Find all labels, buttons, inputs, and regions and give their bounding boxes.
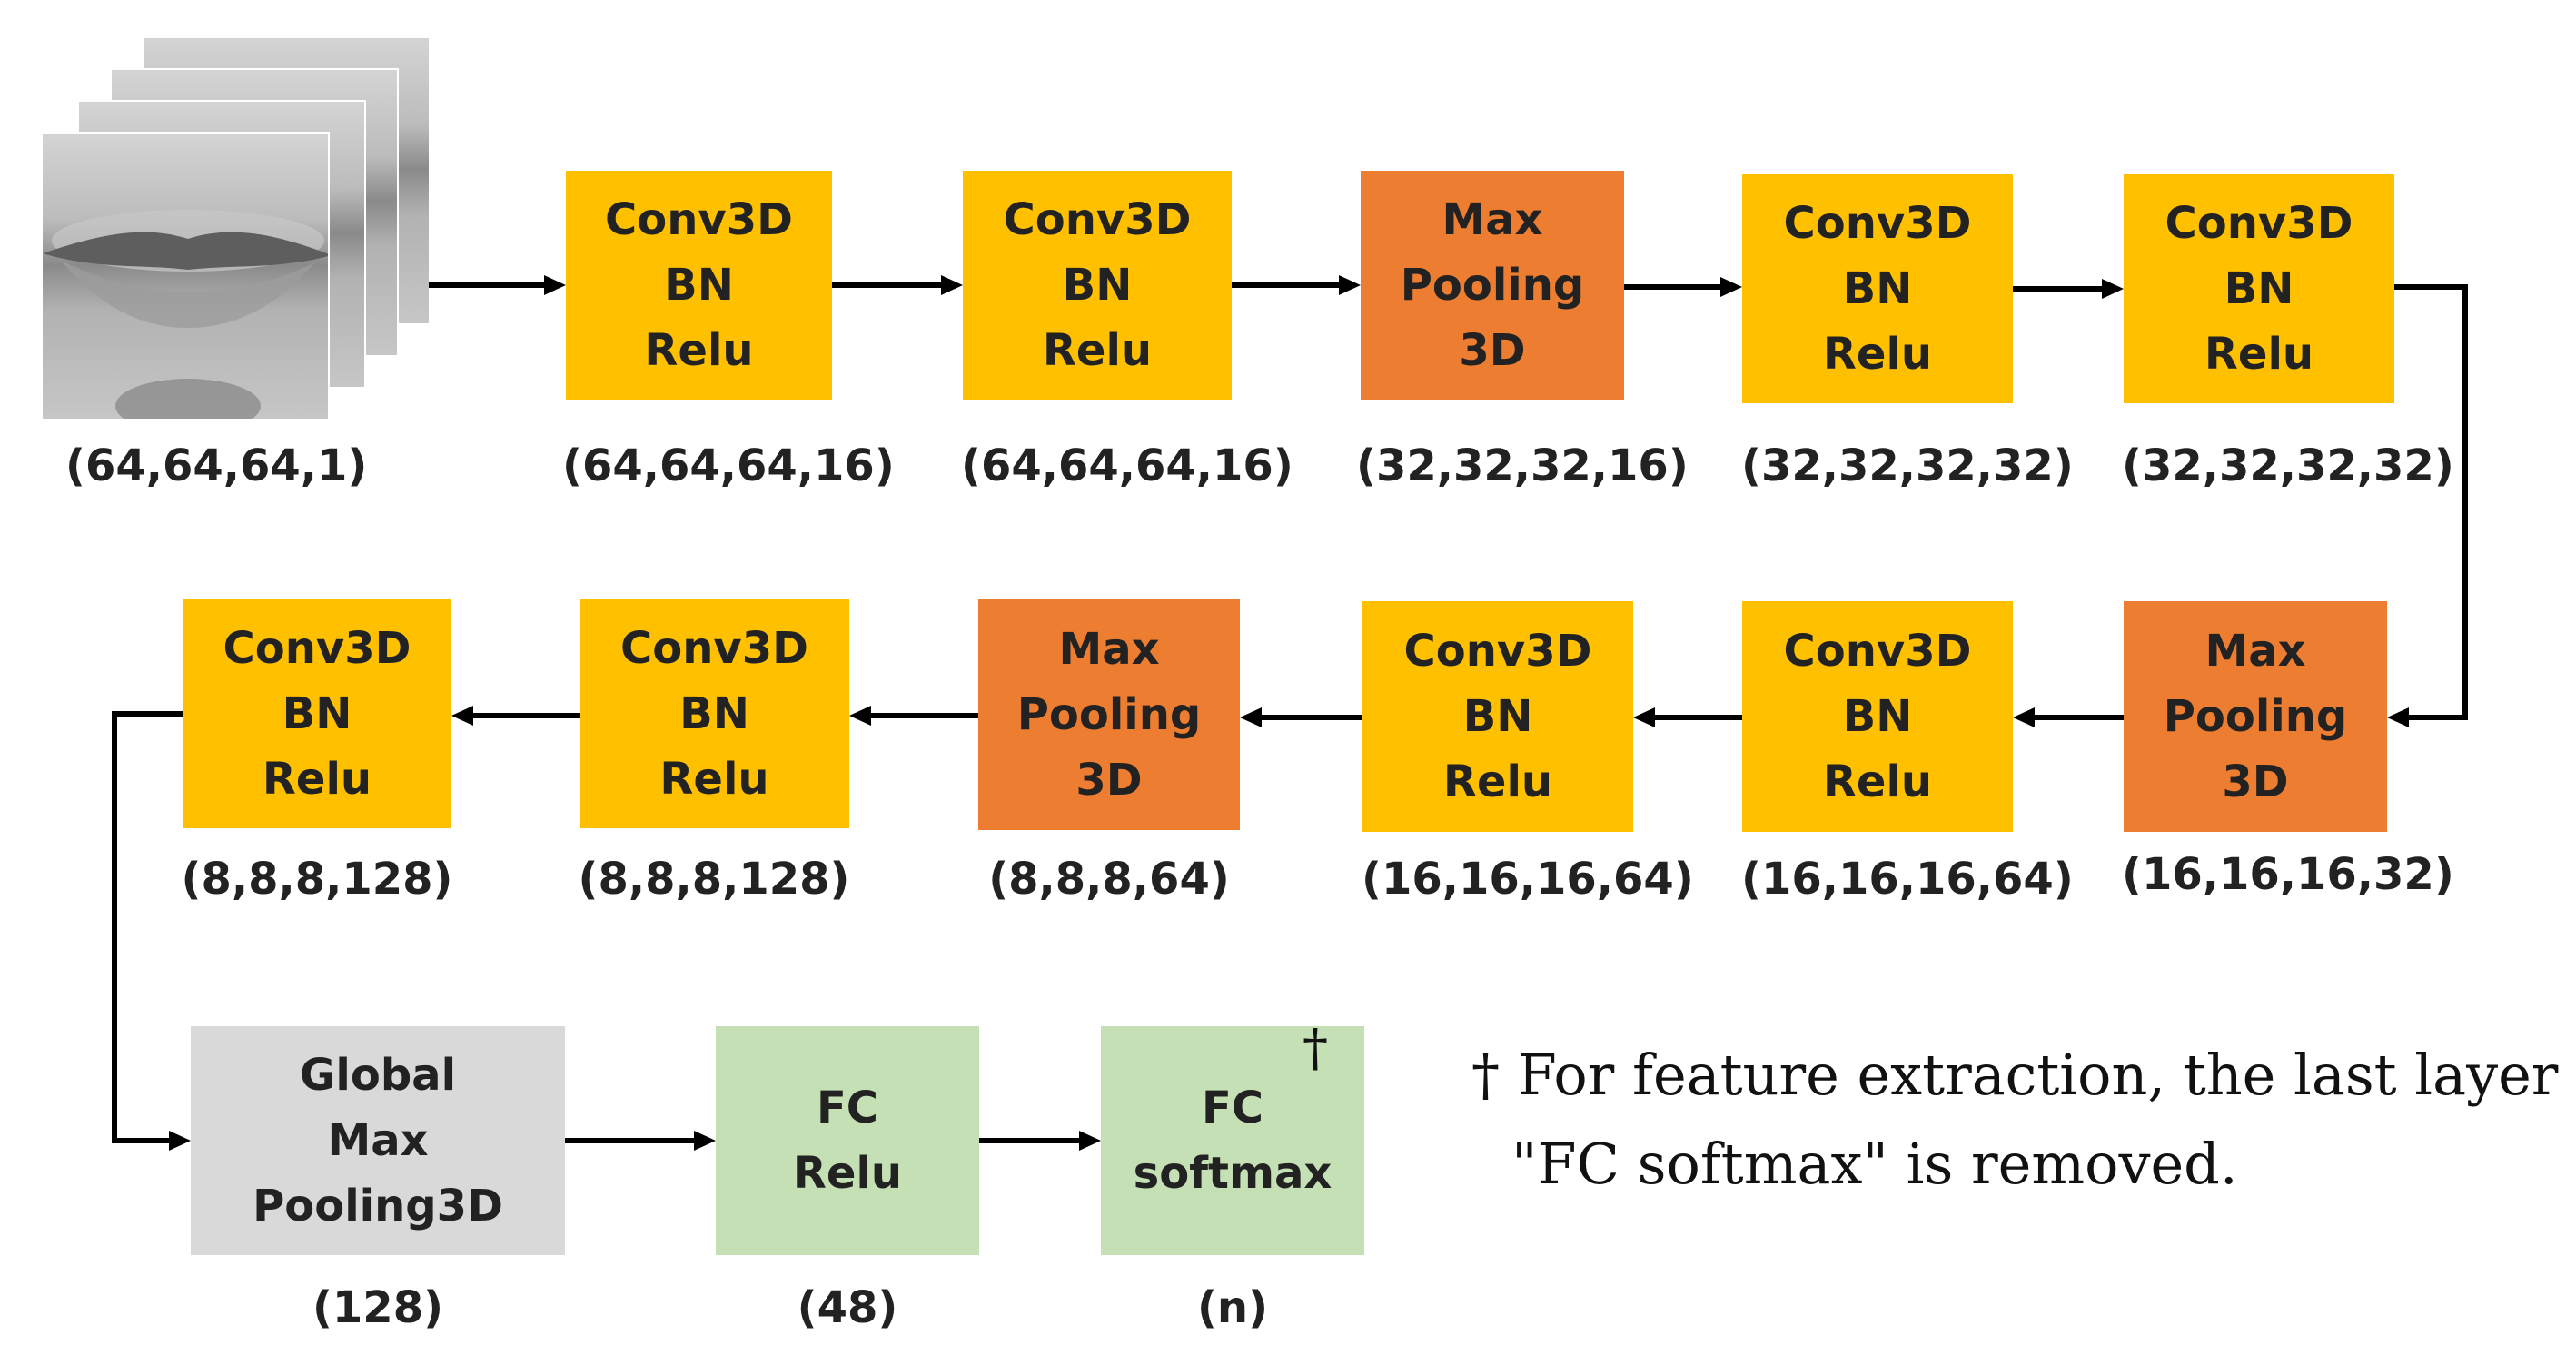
block-line: Relu — [659, 754, 769, 805]
block-line: Pooling — [1400, 260, 1585, 311]
block-line: Conv3D — [223, 623, 411, 674]
block-line: softmax — [1133, 1148, 1333, 1199]
block-line: Conv3D — [2165, 198, 2353, 249]
dagger-mark: † — [1303, 1019, 1328, 1078]
input-shape: (64,64,64,1) — [65, 440, 368, 491]
block-line: Relu — [1042, 325, 1153, 376]
block-line: Relu — [262, 754, 372, 805]
lips-image — [43, 210, 328, 419]
block-line: BN — [1062, 260, 1133, 311]
block-line: Relu — [1822, 329, 1933, 380]
arrowhead — [1079, 1131, 1101, 1151]
block-line: BN — [1462, 691, 1533, 742]
arrowhead — [169, 1131, 191, 1151]
block-line: Conv3D — [620, 623, 808, 674]
row2-shape-3: (8,8,8,64) — [988, 854, 1230, 905]
block-line: Pooling — [2163, 691, 2348, 742]
arrowhead — [2013, 707, 2035, 727]
block-line: 3D — [1459, 325, 1526, 376]
arrowhead — [941, 275, 963, 295]
block-line: Conv3D — [605, 194, 793, 245]
arrowhead — [694, 1131, 716, 1151]
row3-shape-3: (n) — [1196, 1282, 1269, 1333]
block-line: Relu — [1822, 757, 1933, 807]
block-line: Relu — [1442, 757, 1553, 807]
block-line: BN — [664, 260, 734, 311]
block-line: Relu — [644, 325, 754, 376]
block-line: BN — [2224, 263, 2294, 314]
row1-maxpool-block: Max Pooling 3D — [1361, 171, 1624, 400]
row2-shape-1: (8,8,8,128) — [181, 854, 453, 905]
block-line: FC — [1201, 1083, 1263, 1133]
input-frame-1 — [41, 132, 330, 420]
row2-shape-2: (8,8,8,128) — [578, 854, 850, 905]
arrowhead — [451, 706, 473, 726]
row1-conv3d-block-1: Conv3D BN Relu — [566, 171, 832, 400]
row1-conv3d-block-4: Conv3D BN Relu — [2124, 174, 2394, 403]
block-line: Pooling3D — [253, 1181, 503, 1231]
fc-relu-block: FC Relu — [716, 1026, 979, 1255]
row3-shape-1: (128) — [312, 1282, 444, 1333]
block-line: Relu — [2204, 329, 2314, 380]
row2-conv3d-block-2: Conv3D BN Relu — [580, 599, 849, 828]
block-line: BN — [1842, 691, 1913, 742]
block-line: 3D — [1075, 755, 1143, 806]
row3-shape-2: (48) — [797, 1282, 898, 1333]
fc-softmax-block: FC softmax — [1101, 1026, 1364, 1255]
block-line: Max — [1442, 194, 1543, 245]
arrow-conv4-to-pool2 — [2394, 284, 2468, 720]
block-line: FC — [816, 1083, 878, 1133]
block-line: Conv3D — [1003, 194, 1192, 245]
block-line: Max — [1058, 624, 1160, 675]
arrowhead — [1339, 275, 1361, 295]
arrowhead — [544, 275, 566, 295]
block-line: Max — [2204, 626, 2306, 677]
global-max-pooling-block: Global Max Pooling3D — [191, 1026, 565, 1255]
arrowhead — [2102, 279, 2124, 299]
row1-conv3d-block-3: Conv3D BN Relu — [1742, 174, 2013, 403]
arrowhead — [1240, 707, 1262, 727]
row2-conv3d-block-3: Conv3D BN Relu — [1362, 601, 1633, 832]
arrowhead — [1633, 707, 1655, 727]
footnote-line-1: † For feature extraction, the last layer — [1471, 1042, 2559, 1108]
arrow-conv8-to-gmp — [112, 711, 183, 1143]
arrowhead — [2387, 707, 2409, 727]
row2-maxpool-block-1: Max Pooling 3D — [978, 599, 1240, 830]
block-line: 3D — [2222, 757, 2289, 807]
block-line: Pooling — [1016, 689, 1202, 740]
row2-conv3d-block-4: Conv3D BN Relu — [1742, 601, 2013, 832]
block-line: Conv3D — [1403, 626, 1592, 677]
row2-maxpool-block-2: Max Pooling 3D — [2124, 601, 2387, 832]
block-line: BN — [679, 688, 749, 739]
block-line: BN — [1842, 263, 1913, 314]
arrowhead — [1720, 277, 1742, 297]
arrowhead — [849, 706, 871, 726]
row1-conv3d-block-2: Conv3D BN Relu — [963, 171, 1232, 400]
block-line: Global — [299, 1050, 457, 1101]
block-line: Relu — [792, 1148, 903, 1199]
row2-conv3d-block-1: Conv3D BN Relu — [183, 599, 451, 828]
block-line: Max — [327, 1115, 429, 1166]
block-line: Conv3D — [1783, 626, 1972, 677]
block-line: BN — [282, 688, 352, 739]
footnote-line-2: "FC softmax" is removed. — [1511, 1131, 2238, 1197]
block-line: Conv3D — [1783, 198, 1972, 249]
footnote: † For feature extraction, the last layer… — [1471, 1031, 2558, 1209]
